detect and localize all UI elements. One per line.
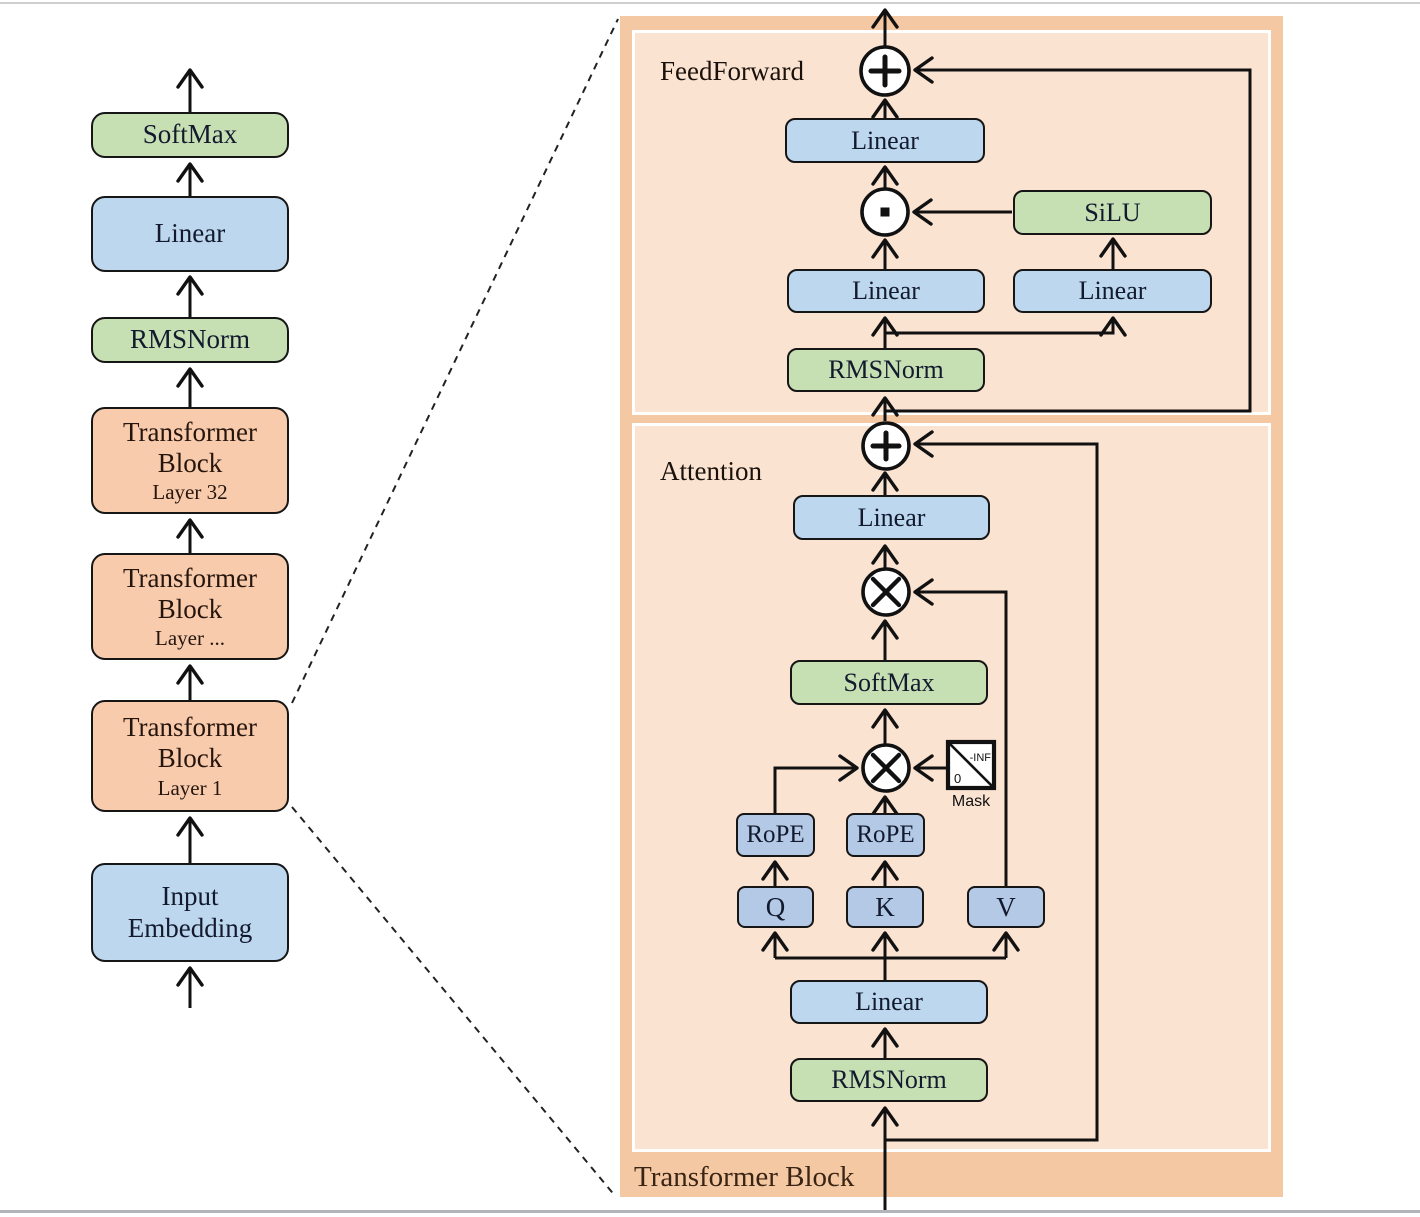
screen-border-bottom bbox=[0, 1210, 1420, 1213]
ff-linear-gate: Linear bbox=[787, 269, 985, 313]
ff-linear-down: Linear bbox=[785, 118, 985, 163]
zoom-guide-line-top bbox=[291, 18, 619, 704]
zoom-guide-line-bottom bbox=[291, 806, 617, 1198]
attn-rmsnorm: RMSNorm bbox=[790, 1058, 988, 1102]
screen-border-top bbox=[0, 2, 1420, 4]
feedforward-arrows bbox=[871, 8, 1252, 421]
attention-residual-line bbox=[885, 430, 1099, 1142]
mask-label: Mask bbox=[952, 793, 991, 810]
transformer-block-layer-dots: Transformer Block Layer ... bbox=[91, 553, 289, 660]
attn-rope-k: RoPE bbox=[846, 813, 925, 857]
transformer-block-label: Transformer Block bbox=[634, 1161, 855, 1193]
rmsnorm-to-up-branch bbox=[885, 316, 1127, 337]
ff-linear-up: Linear bbox=[1013, 269, 1212, 313]
block-softmax: SoftMax bbox=[91, 112, 289, 158]
attn-q: Q bbox=[737, 886, 814, 928]
layer-sublabel: Layer 32 bbox=[152, 480, 228, 505]
attn-v: V bbox=[967, 886, 1045, 928]
block-linear-head: Linear bbox=[91, 196, 289, 272]
mask-zero-label: 0 bbox=[954, 771, 961, 786]
attn-rope-q: RoPE bbox=[736, 813, 815, 857]
feedforward-residual-line bbox=[885, 56, 1252, 413]
attn-softmax: SoftMax bbox=[790, 660, 988, 705]
elementwise-multiply-icon bbox=[860, 187, 910, 237]
attn-linear-out: Linear bbox=[793, 495, 990, 540]
matmul-icon bbox=[861, 743, 911, 793]
mask-neg-inf-label: -INF bbox=[970, 752, 992, 764]
ff-silu: SiLU bbox=[1013, 190, 1212, 235]
add-icon bbox=[859, 45, 911, 97]
add-icon bbox=[861, 421, 911, 471]
feedforward-label: FeedForward bbox=[660, 56, 804, 86]
attention-arrows bbox=[761, 430, 1099, 1213]
attn-k: K bbox=[846, 886, 924, 928]
transformer-block-layer-1: Transformer Block Layer 1 bbox=[91, 700, 289, 812]
attention-label: Attention bbox=[660, 456, 762, 486]
rope-q-to-matmul-arrow bbox=[773, 754, 859, 814]
matmul-icon bbox=[861, 567, 911, 617]
transformer-block-layer-32: Transformer Block Layer 32 bbox=[91, 407, 289, 514]
ff-rmsnorm: RMSNorm bbox=[787, 348, 985, 392]
causal-mask-icon: -INF 0 Mask bbox=[945, 739, 997, 810]
block-input-embedding: Input Embedding bbox=[91, 863, 289, 962]
layer-sublabel: Layer ... bbox=[155, 626, 225, 651]
block-rmsnorm-final: RMSNorm bbox=[91, 317, 289, 363]
layer-sublabel: Layer 1 bbox=[157, 775, 223, 800]
v-to-matmul-arrow bbox=[913, 578, 1008, 886]
attn-linear-qkv: Linear bbox=[790, 980, 988, 1024]
